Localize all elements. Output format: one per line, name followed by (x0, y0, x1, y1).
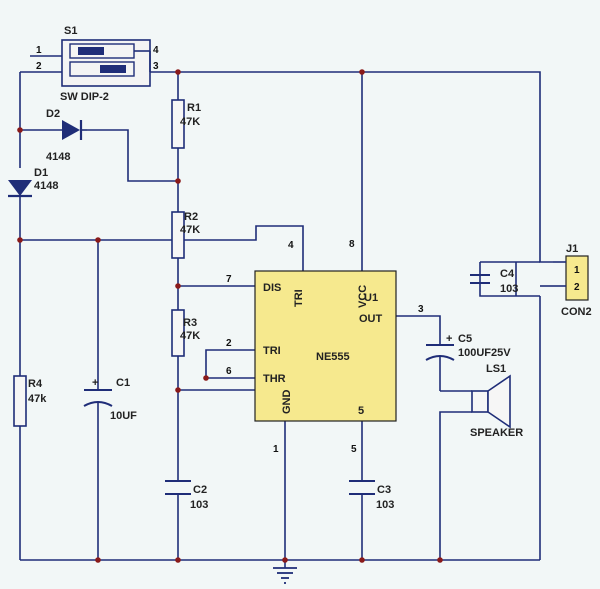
c1-value: 10UF (110, 410, 137, 422)
d1-ref: D1 (34, 167, 48, 179)
ls1-ref: LS1 (486, 363, 506, 375)
j1-pin1: 1 (574, 265, 580, 276)
d2-value: 4148 (46, 151, 70, 163)
capacitor-c5: + C5 100UF25V (425, 333, 511, 361)
c4-value: 103 (500, 283, 518, 295)
resistor-r1: R1 47K (171, 99, 201, 149)
diode-d2: D2 4148 (46, 108, 87, 163)
s1-pin2: 2 (36, 61, 42, 72)
s1-pin3: 3 (153, 61, 159, 72)
u1-dis-label: DIS (263, 282, 281, 294)
pin-7: 7 (226, 274, 232, 285)
r4-ref: R4 (28, 378, 43, 390)
ls1-value: SPEAKER (470, 427, 523, 439)
resistor-r3: R3 47K (171, 309, 200, 357)
pin-5: 5 (351, 444, 357, 455)
u1-thr-label: THR (263, 373, 286, 385)
diode-d1: D1 4148 (8, 167, 58, 198)
ic-u1-ne555: DIS TRI VCC U1 OUT TRI NE555 THR GND 5 (254, 270, 397, 422)
r2-ref: R2 (184, 211, 198, 223)
s1-value: SW DIP-2 (60, 91, 109, 103)
ground-symbol (273, 567, 297, 584)
r4-value: 47k (28, 393, 47, 405)
pin-3: 3 (418, 304, 424, 315)
connector-j1: J1 1 2 CON2 (553, 243, 592, 318)
c2-ref: C2 (193, 484, 207, 496)
r3-value: 47K (180, 330, 200, 342)
capacitor-c4: C4 103 (470, 261, 518, 295)
s1-pin4: 4 (153, 45, 159, 56)
r1-ref: R1 (187, 102, 201, 114)
d2-ref: D2 (46, 108, 60, 120)
wires (19, 71, 553, 568)
c5-ref: C5 (458, 333, 472, 345)
resistor-r2: R2 47K (171, 211, 200, 259)
s1-pin1: 1 (36, 45, 42, 56)
svg-text:+: + (92, 377, 98, 389)
u1-ref: U1 (364, 292, 378, 304)
capacitor-c1: + C1 10UF (83, 377, 137, 422)
u1-gnd-label: GND (281, 390, 293, 415)
j1-pin2: 2 (574, 282, 580, 293)
u1-tri-label: TRI (263, 345, 281, 357)
c3-value: 103 (376, 499, 394, 511)
c3-ref: C3 (377, 484, 391, 496)
pin-8: 8 (349, 239, 355, 250)
speaker-ls1: LS1 SPEAKER (470, 363, 523, 439)
u1-out-label: OUT (359, 313, 383, 325)
junction-dots (17, 69, 443, 563)
u1-value: NE555 (316, 351, 350, 363)
c1-ref: C1 (116, 377, 130, 389)
j1-value: CON2 (561, 306, 592, 318)
pin-2: 2 (226, 338, 232, 349)
resistor-r4: R4 47k (13, 375, 47, 427)
u1-vcc-label: VCC (357, 285, 369, 308)
c4-ref: C4 (500, 268, 515, 280)
c5-value: 100UF25V (458, 347, 511, 359)
svg-text:+: + (446, 333, 452, 345)
r2-value: 47K (180, 224, 200, 236)
d1-value: 4148 (34, 180, 58, 192)
r3-ref: R3 (183, 317, 197, 329)
u1-tri-top-label: TRI (293, 289, 305, 307)
j1-ref: J1 (566, 243, 578, 255)
pin-1: 1 (273, 444, 279, 455)
c2-value: 103 (190, 499, 208, 511)
s1-ref: S1 (64, 25, 77, 37)
switch-s1: S1 1 2 4 3 SW DIP-2 (30, 25, 159, 103)
pin-6: 6 (226, 366, 232, 377)
pin-numbers: 4 8 7 3 2 6 1 5 (226, 239, 424, 455)
pin-4: 4 (288, 240, 294, 251)
capacitor-c3: C3 103 (349, 480, 394, 511)
u1-pin5-inner: 5 (358, 405, 364, 417)
capacitor-c2: C2 103 (165, 480, 208, 511)
r1-value: 47K (180, 116, 200, 128)
